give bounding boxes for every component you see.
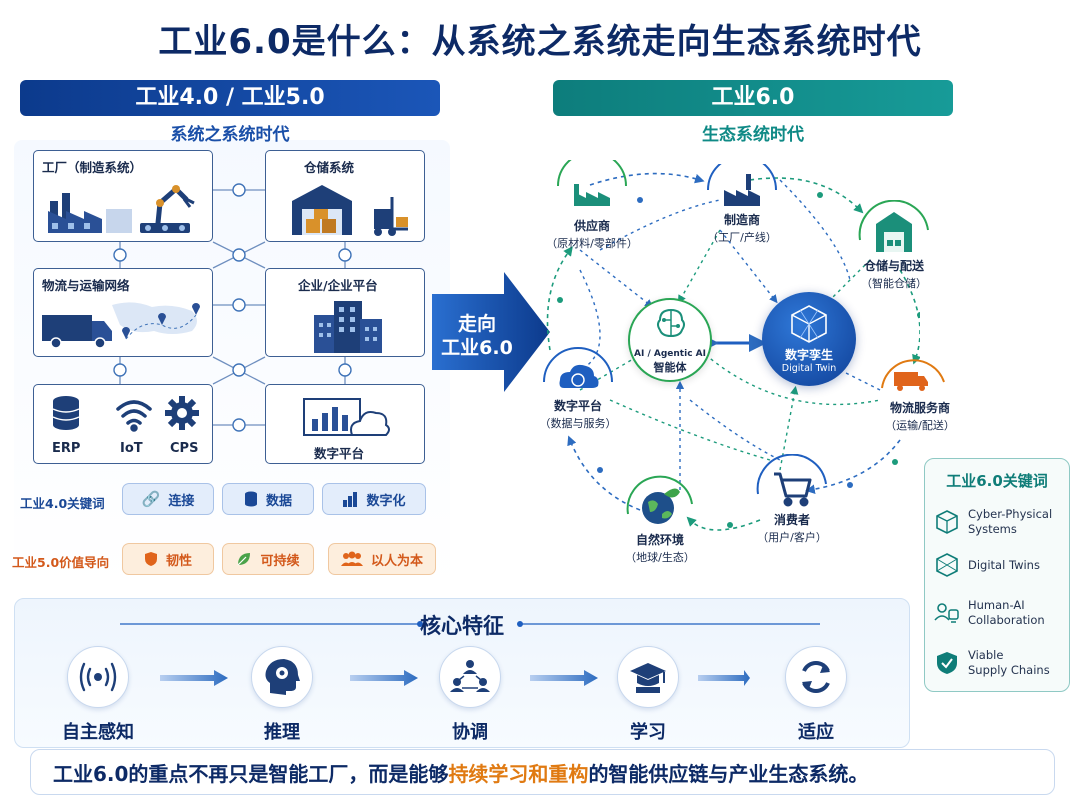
core-features-title: 核心特征 bbox=[420, 614, 504, 638]
factory-robot-icon bbox=[48, 185, 195, 233]
cube-network-icon bbox=[791, 305, 827, 343]
platform-node bbox=[543, 347, 613, 388]
tech-erp: ERP bbox=[52, 441, 81, 456]
nature-label: 自然环境 （地球/生态） bbox=[625, 533, 695, 564]
kw40-label: 工业4.0关键词 bbox=[20, 496, 105, 511]
kw6-item-twins: Digital Twins bbox=[934, 552, 1068, 578]
val50-label: 工业5.0价值导向 bbox=[12, 555, 110, 570]
bottom-summary-banner: 工业6.0的重点不再只是智能工厂，而是能够持续学习和重构的智能供应链与产业生态系… bbox=[30, 749, 1055, 795]
consumer-node bbox=[756, 454, 827, 507]
go-arrow-text: 走向 工业6.0 bbox=[441, 313, 513, 359]
kw40-tag-connect: 🔗 连接 bbox=[122, 483, 214, 515]
ai-agent-node: AI / Agentic AI 智能体 bbox=[628, 298, 712, 382]
industry6-keywords-title: 工业6.0关键词 bbox=[946, 472, 1048, 490]
enterprise-label: 企业/企业平台 bbox=[298, 278, 378, 293]
kw40-tag-data: 数据 bbox=[222, 483, 314, 515]
truck-map-icon bbox=[42, 302, 200, 349]
industry-6-banner: 工业6.0 bbox=[553, 80, 953, 116]
shield-icon bbox=[144, 552, 157, 566]
consumer-label: 消费者 （用户/客户） bbox=[757, 513, 827, 544]
nature-node bbox=[626, 475, 693, 524]
kw40-tag-digitalization: 数字化 bbox=[322, 483, 426, 515]
refresh-cycle-icon bbox=[802, 661, 830, 693]
digital-platform-label: 数字平台 bbox=[314, 446, 365, 461]
bar-chart-icon bbox=[343, 492, 358, 507]
warehouse-node bbox=[858, 200, 929, 252]
people-icon bbox=[340, 551, 363, 566]
digital-twin-node: 数字孪生 Digital Twin bbox=[762, 292, 856, 386]
page-title: 工业6.0是什么：从系统之系统走向生态系统时代 bbox=[158, 22, 922, 62]
head-gear-icon bbox=[265, 659, 300, 695]
ai-brain-icon bbox=[657, 308, 685, 338]
leaf-icon bbox=[238, 553, 251, 566]
cube-icon bbox=[936, 510, 958, 534]
truck-icon bbox=[894, 372, 928, 391]
ai-agent-label: AI / Agentic AI 智能体 bbox=[634, 349, 706, 374]
cloud-icon bbox=[559, 364, 599, 388]
ecosystem-network bbox=[546, 172, 920, 531]
gear-cps-icon bbox=[165, 396, 199, 430]
tech-box: ERP IoT CPS bbox=[33, 384, 213, 464]
signal-sensing-icon bbox=[79, 662, 117, 692]
manufacturer-label: 制造商 （工厂/产线） bbox=[707, 213, 777, 244]
link-icon: 🔗 bbox=[141, 490, 161, 508]
dashboard-cloud-icon bbox=[303, 398, 390, 436]
core-step-learning: 学习 bbox=[588, 646, 708, 744]
go-arrow bbox=[432, 272, 550, 392]
team-network-icon bbox=[450, 660, 490, 692]
val50-tag-sustainable: 可持续 bbox=[222, 543, 314, 575]
core-step-adaptation: 适应 bbox=[756, 646, 876, 744]
supplier-label: 供应商 （原材料/零部件） bbox=[546, 219, 638, 250]
factory-icon bbox=[574, 184, 610, 206]
warehouse-box: 仓储系统 bbox=[265, 150, 425, 242]
ecosystem-era-subtitle: 生态系统时代 bbox=[702, 125, 804, 145]
warehouse-icon bbox=[876, 212, 912, 252]
graduation-cap-icon bbox=[630, 663, 666, 693]
left-connectors bbox=[113, 183, 352, 432]
factory-icon bbox=[724, 174, 760, 206]
logistics-eco-label: 物流服务商 （运输/配送） bbox=[885, 401, 955, 432]
shield-check-icon bbox=[937, 652, 957, 674]
factory-label: 工厂（制造系统） bbox=[42, 160, 143, 175]
manufacturer-node bbox=[707, 164, 777, 206]
human-ai-icon bbox=[934, 603, 959, 623]
warehouse-forklift-icon bbox=[292, 185, 408, 236]
core-step-perception: 自主感知 bbox=[38, 646, 158, 744]
logistics-label: 物流与运输网络 bbox=[42, 278, 130, 293]
core-step-reasoning: 推理 bbox=[222, 646, 342, 744]
database-small-icon bbox=[244, 491, 257, 507]
enterprise-box: 企业/企业平台 bbox=[265, 268, 425, 357]
platform-label: 数字平台 （数据与服务） bbox=[539, 399, 617, 430]
industry-4-5-banner: 工业4.0 / 工业5.0 bbox=[20, 80, 440, 116]
tech-icons bbox=[52, 396, 199, 432]
digital-twin-label: 数字孪生 Digital Twin bbox=[781, 348, 837, 374]
core-flow-arrows bbox=[160, 670, 750, 686]
warehouse-label: 仓储系统 bbox=[304, 160, 355, 175]
tech-iot: IoT bbox=[120, 441, 143, 456]
supplier-node bbox=[557, 160, 627, 206]
warehouse-eco-label: 仓储与配送 （智能仓储） bbox=[861, 259, 927, 290]
val50-tag-human-centric: 以人为本 bbox=[328, 543, 436, 575]
wifi-icon bbox=[116, 400, 152, 432]
tech-cps: CPS bbox=[170, 441, 199, 456]
core-step-coordination: 协调 bbox=[410, 646, 530, 744]
buildings-icon bbox=[314, 301, 382, 353]
twin-cube-icon bbox=[936, 553, 958, 577]
highlight-text: 持续学习和重构 bbox=[448, 761, 589, 786]
digital-platform-box: 数字平台 bbox=[265, 384, 425, 464]
logistics-box: 物流与运输网络 bbox=[33, 268, 213, 357]
val50-tag-resilience: 韧性 bbox=[122, 543, 214, 575]
cart-icon bbox=[774, 472, 812, 507]
globe-leaf-icon bbox=[642, 488, 680, 524]
core-title-lines bbox=[120, 621, 820, 627]
sos-era-subtitle: 系统之系统时代 bbox=[170, 125, 290, 145]
logistics-node bbox=[881, 359, 945, 391]
database-icon bbox=[52, 396, 80, 430]
factory-box: 工厂（制造系统） bbox=[33, 150, 213, 242]
